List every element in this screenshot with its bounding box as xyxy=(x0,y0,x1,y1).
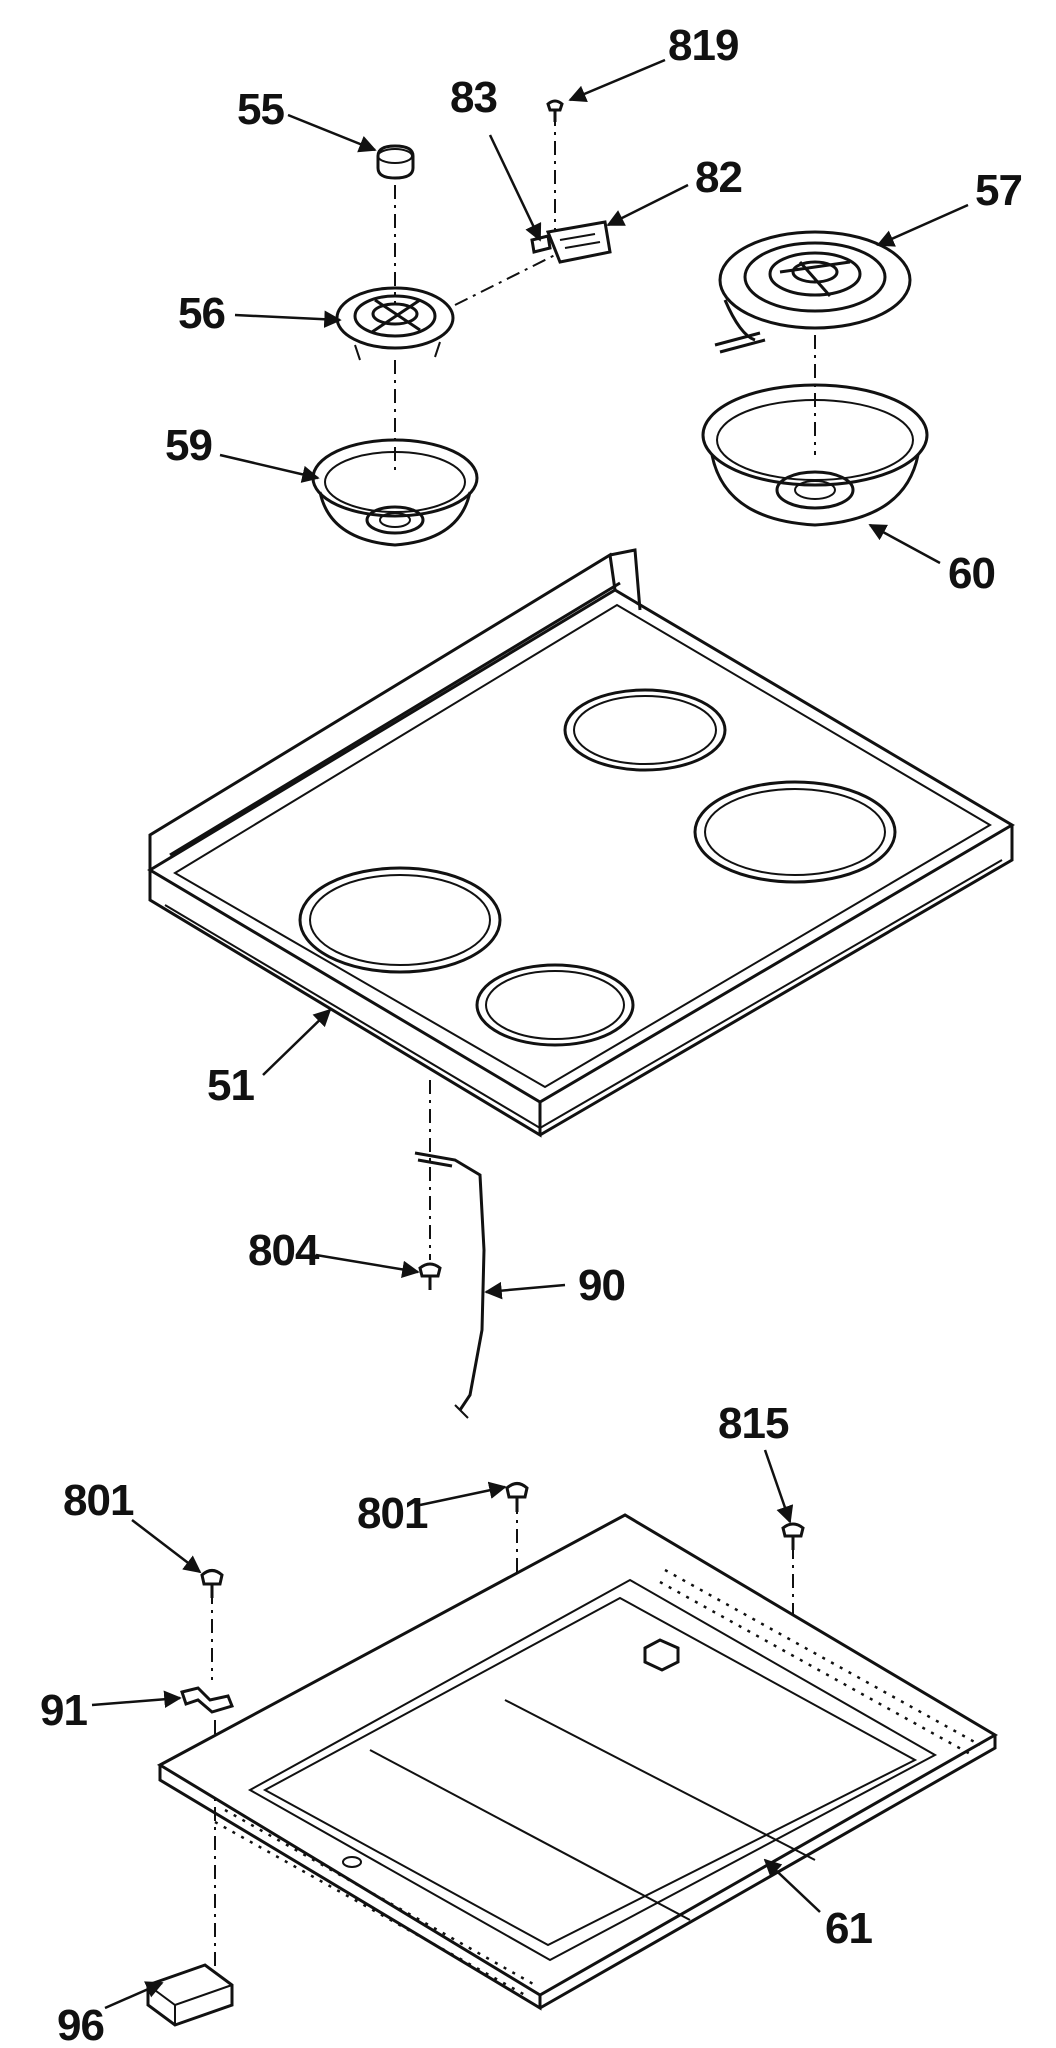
callout-91: 91 xyxy=(40,1686,87,1735)
callout-82: 82 xyxy=(695,153,742,202)
part-96-plate xyxy=(146,1963,234,2027)
part-91-bracket xyxy=(180,1686,235,1714)
callout-60: 60 xyxy=(948,549,995,598)
part-57-large-element xyxy=(714,230,912,354)
callout-801-right: 801 xyxy=(357,1489,428,1538)
part-61-bottom-panel xyxy=(156,1513,998,2011)
callout-51: 51 xyxy=(207,1061,254,1110)
callout-55: 55 xyxy=(237,85,284,134)
callout-801-left: 801 xyxy=(63,1476,134,1525)
callout-59: 59 xyxy=(165,421,212,470)
part-55-cap xyxy=(376,144,415,180)
part-83-terminal-clip xyxy=(530,234,552,254)
part-819-screw xyxy=(546,99,564,122)
part-815-screw xyxy=(781,1522,805,1550)
callout-90: 90 xyxy=(578,1261,625,1310)
part-801-screw-left xyxy=(200,1569,224,1598)
callout-labels: 55 83 819 82 57 56 59 60 51 804 90 815 8… xyxy=(40,21,1023,2048)
part-801-screw-right xyxy=(505,1482,529,1512)
callout-83: 83 xyxy=(450,73,497,122)
part-82-terminal-block xyxy=(545,220,612,264)
callout-96: 96 xyxy=(57,2001,104,2048)
part-804-screw xyxy=(418,1262,442,1290)
vent-slots xyxy=(214,1568,981,1997)
callout-819: 819 xyxy=(668,21,738,70)
part-60-large-drip-pan xyxy=(701,383,929,527)
callout-56: 56 xyxy=(178,289,225,338)
leader-lines xyxy=(91,58,969,2010)
callout-61: 61 xyxy=(825,1904,872,1953)
callout-804: 804 xyxy=(248,1226,320,1275)
part-51-cooktop xyxy=(147,548,1015,1138)
part-90-rod xyxy=(414,1151,486,1419)
part-56-small-element xyxy=(335,286,455,361)
callout-815: 815 xyxy=(718,1399,789,1448)
callout-57: 57 xyxy=(975,166,1022,215)
